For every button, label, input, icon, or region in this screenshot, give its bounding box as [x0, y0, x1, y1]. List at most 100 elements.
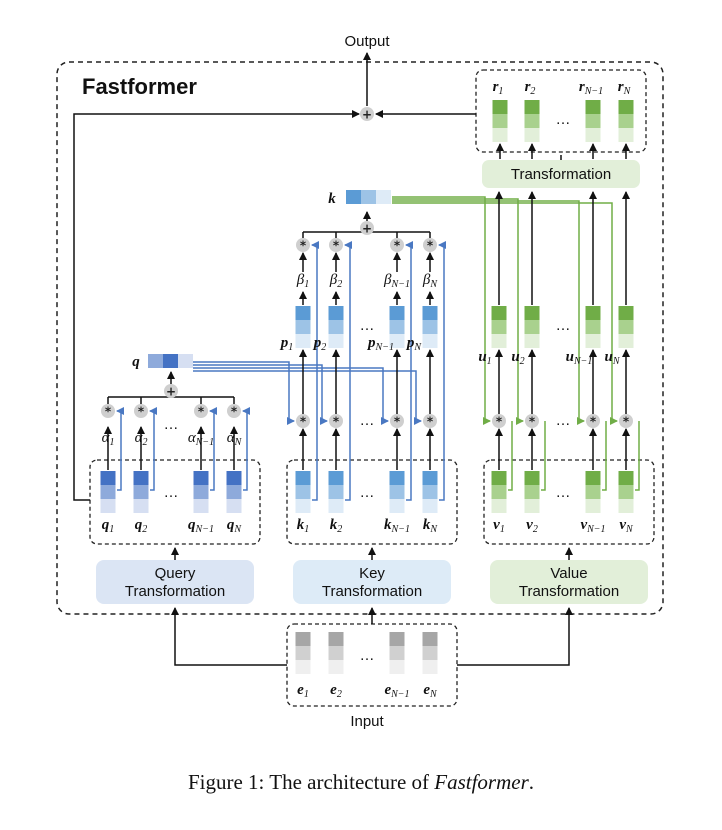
- u-label-4: uN: [604, 349, 620, 367]
- p-vector-4: [422, 306, 438, 348]
- beta-label-2: β2: [329, 272, 342, 290]
- k-skip-arrow-4: [438, 241, 446, 501]
- q-ellipsis: …: [164, 484, 179, 501]
- beta-label-3: βN−1: [383, 272, 410, 290]
- v-vector-2: [524, 471, 540, 513]
- svg-text:+: +: [362, 222, 372, 236]
- q-label-3: qN−1: [188, 517, 214, 535]
- r-vector-2: [524, 100, 540, 142]
- v-label-4: vN: [619, 517, 634, 535]
- svg-text:*: *: [394, 415, 401, 429]
- e-vector-1: [295, 632, 311, 674]
- q-mul-op-3: *: [194, 404, 208, 419]
- q-skip-arrow-2: [149, 407, 157, 491]
- alpha-ellipsis: …: [164, 416, 179, 433]
- v-vector-3: [585, 471, 601, 513]
- svg-text:Query: Query: [155, 565, 196, 582]
- q-vector-4: [226, 471, 242, 513]
- e-vector-2: [328, 632, 344, 674]
- residual-query-arrow: [73, 110, 360, 501]
- global-query-label: q: [132, 354, 140, 370]
- global-query-vector: [148, 354, 193, 368]
- p-mul-op-3: *: [390, 238, 404, 253]
- v-mul-op-1: *: [492, 414, 506, 429]
- fastformer-frame: [56, 61, 664, 615]
- k-to-value-mul-arrow-4: [392, 202, 618, 425]
- beta-label-4: βN: [422, 272, 438, 290]
- svg-text:*: *: [198, 405, 205, 419]
- svg-text:*: *: [529, 415, 536, 429]
- svg-text:*: *: [427, 415, 434, 429]
- figure-caption: Figure 1: The architecture of Fastformer…: [188, 770, 534, 794]
- diagram-title: Fastformer: [82, 74, 197, 99]
- q-mul-op-2: *: [134, 404, 148, 419]
- svg-text:Transformation: Transformation: [125, 583, 225, 600]
- p-ellipsis: …: [360, 317, 375, 334]
- input-ellipsis: …: [360, 647, 375, 664]
- final-add-op: +: [360, 107, 374, 122]
- k-label-1: k1: [297, 517, 310, 535]
- k-mul-ellipsis: …: [360, 412, 375, 429]
- p-label-1: p1: [279, 335, 294, 353]
- k-vector-2: [328, 471, 344, 513]
- q-skip-arrow-1: [116, 407, 124, 491]
- k-skip-arrow-3: [405, 241, 413, 501]
- q-to-key-mul-arrow-3: [193, 367, 389, 425]
- r-label-1: r1: [493, 79, 504, 97]
- k-mul-op-1: *: [296, 414, 310, 429]
- v-mul-op-4: *: [619, 414, 633, 429]
- u-label-2: u2: [511, 349, 524, 367]
- q-label-2: q2: [135, 517, 148, 535]
- q-skip-arrow-3: [209, 407, 217, 491]
- u-label-1: u1: [478, 349, 491, 367]
- q-skip-arrow-4: [242, 407, 250, 491]
- k-vector-1: [295, 471, 311, 513]
- key-transformation-block: Key Transformation: [293, 560, 451, 604]
- u-label-3: uN−1: [566, 349, 593, 367]
- global-key-vector: [346, 190, 391, 204]
- p-mul-op-4: *: [423, 238, 437, 253]
- q-vector-3: [193, 471, 209, 513]
- svg-text:*: *: [105, 405, 112, 419]
- r-vector-3: [585, 100, 601, 142]
- r-label-2: r2: [525, 79, 536, 97]
- svg-text:Key: Key: [359, 565, 385, 582]
- svg-text:*: *: [394, 239, 401, 253]
- q-label-1: q1: [102, 517, 115, 535]
- svg-text:*: *: [590, 415, 597, 429]
- caption-emphasis: Fastformer: [433, 770, 529, 794]
- svg-text:*: *: [300, 239, 307, 253]
- v-label-2: v2: [526, 517, 538, 535]
- key-group-box: [286, 459, 458, 545]
- q-vector-2: [133, 471, 149, 513]
- v-vector-1: [491, 471, 507, 513]
- svg-text:Transformation: Transformation: [511, 166, 611, 183]
- p-vector-1: [295, 306, 311, 348]
- svg-text:*: *: [138, 405, 145, 419]
- svg-text:Transformation: Transformation: [322, 583, 422, 600]
- svg-text:+: +: [362, 108, 372, 122]
- alpha-label-4: αN: [227, 430, 243, 448]
- q-to-key-mul-arrow-4: [193, 370, 422, 425]
- k-skip-arrow-1: [311, 241, 319, 501]
- u-vector-2: [524, 306, 540, 348]
- caption-suffix: .: [529, 770, 534, 794]
- q-to-key-mul-arrow-1: [193, 361, 295, 425]
- k-to-value-mul-arrow-2: [392, 198, 524, 425]
- u-vector-3: [585, 306, 601, 348]
- k-mul-op-4: *: [423, 414, 437, 429]
- value-group-box: [483, 459, 655, 545]
- r-label-3: rN−1: [579, 79, 603, 97]
- p-mul-op-1: *: [296, 238, 310, 253]
- r-ellipsis: …: [556, 111, 571, 128]
- svg-text:+: +: [166, 385, 176, 399]
- k-to-value-mul-arrow-1: [392, 196, 491, 425]
- q-label-4: qN: [227, 517, 243, 535]
- k-label-3: kN−1: [384, 517, 410, 535]
- v-label-1: v1: [493, 517, 505, 535]
- p-label-4: pN: [405, 335, 423, 353]
- beta-label-1: β1: [296, 272, 309, 290]
- input-to-value-arrow: [457, 607, 573, 666]
- u-vector-4: [618, 306, 634, 348]
- e-label-4: eN: [423, 682, 438, 700]
